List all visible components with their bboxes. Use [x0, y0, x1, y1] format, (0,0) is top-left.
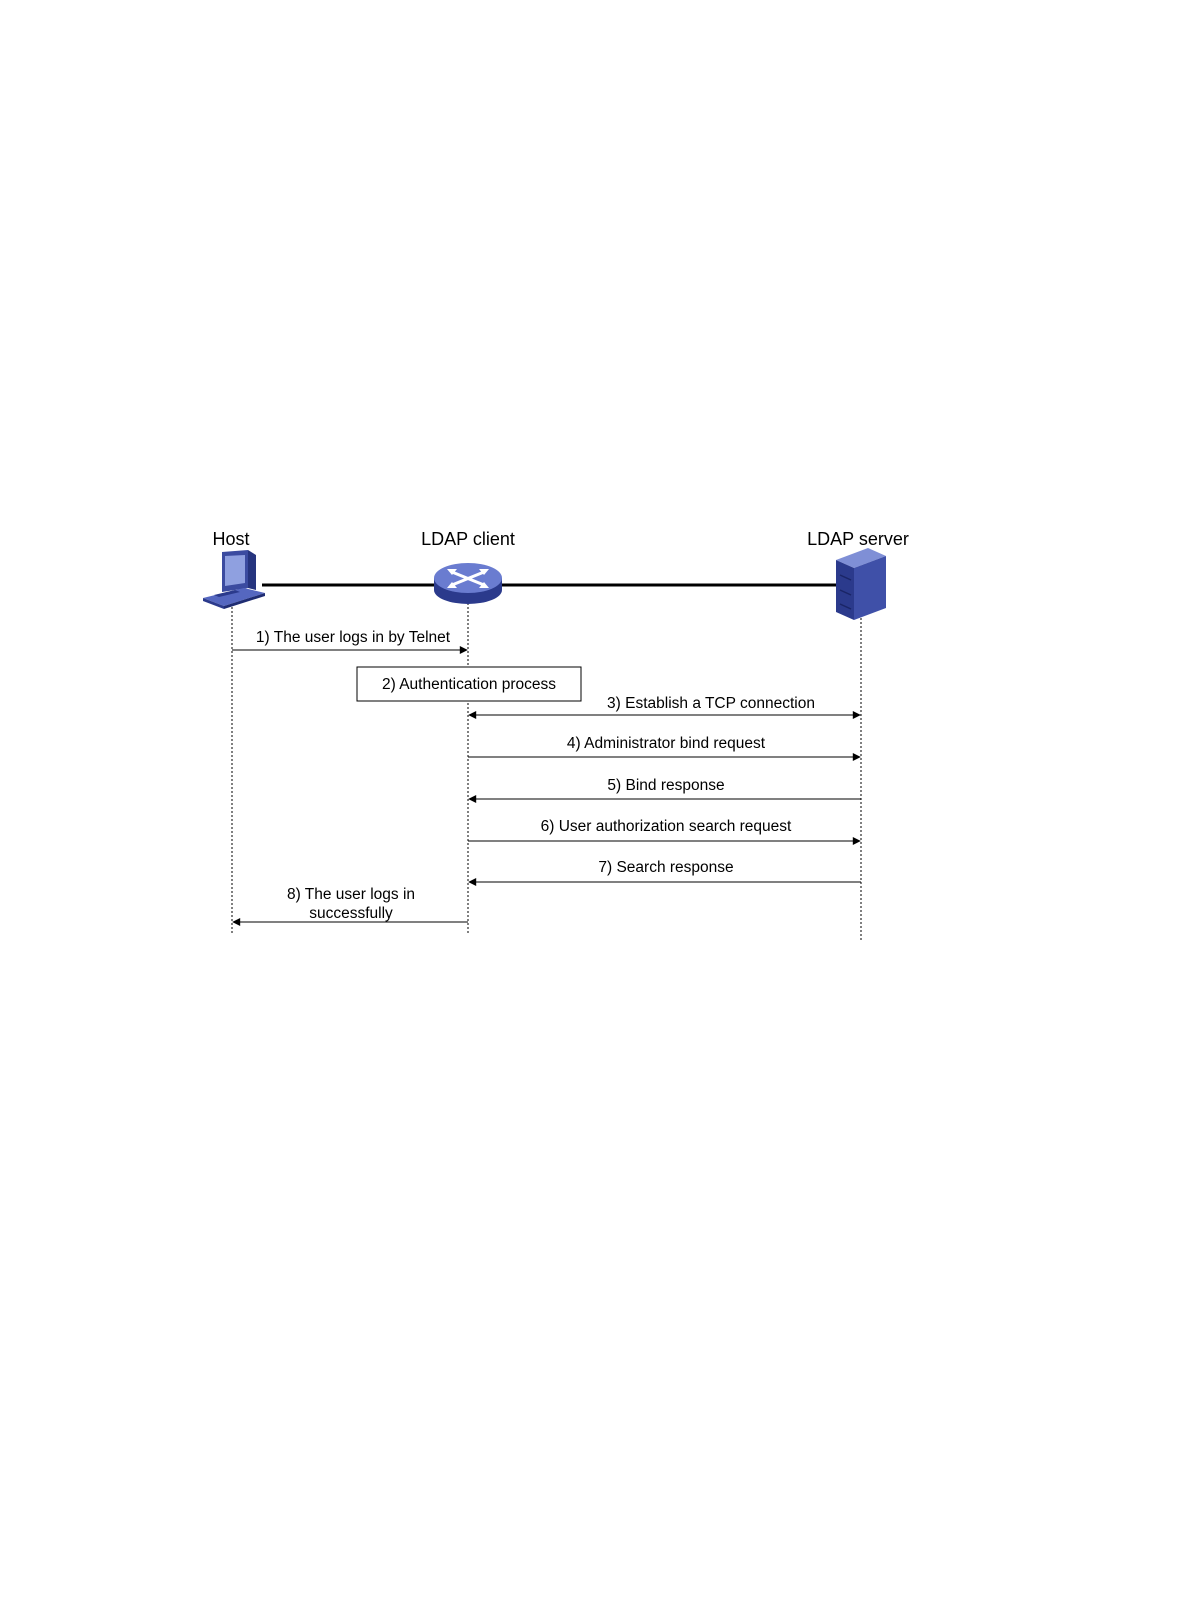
ldap-client-label: LDAP client	[421, 529, 515, 549]
ldap-server-label: LDAP server	[807, 529, 909, 549]
message-3-label: 3) Establish a TCP connection	[607, 695, 815, 712]
message-6-label: 6) User authorization search request	[541, 818, 792, 835]
host-label: Host	[212, 529, 249, 549]
message-5-label: 5) Bind response	[607, 777, 724, 794]
message-8-label-line1: 8) The user logs in	[287, 886, 415, 903]
message-8-label-line2: successfully	[309, 905, 393, 922]
switch-router-icon	[434, 563, 502, 604]
server-tower-icon	[836, 548, 886, 620]
host-computer-icon	[203, 550, 265, 609]
message-1-label: 1) The user logs in by Telnet	[256, 629, 451, 646]
message-7-label: 7) Search response	[598, 859, 733, 876]
message-4-label: 4) Administrator bind request	[567, 735, 766, 752]
message-2-label: 2) Authentication process	[382, 676, 556, 693]
